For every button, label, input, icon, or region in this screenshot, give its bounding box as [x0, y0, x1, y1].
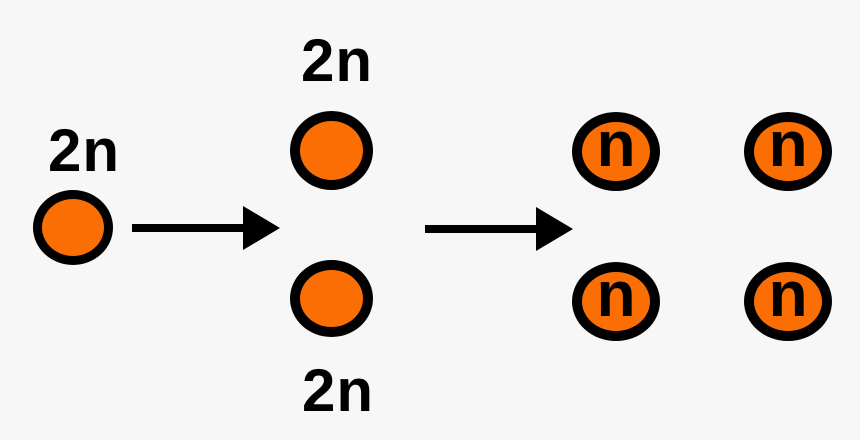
stage3-haploid-cell: n: [744, 112, 832, 191]
haploid-cell-label: n: [768, 257, 808, 330]
stage2-top-ploidy-label: 2n: [300, 27, 374, 94]
stage3-haploid-cell: n: [572, 262, 660, 341]
stage2-bottom-ploidy-label: 2n: [301, 357, 375, 424]
haploid-cell-label: n: [596, 257, 636, 330]
stage1-parent-cell: [33, 190, 113, 265]
stage3-haploid-cell: n: [744, 262, 832, 341]
haploid-cell-label: n: [768, 107, 808, 180]
stage2-bottom-cell: [290, 260, 373, 337]
haploid-cell-label: n: [596, 107, 636, 180]
stage3-haploid-cell: n: [572, 112, 660, 191]
stage1-ploidy-label: 2n: [47, 117, 121, 184]
arrow-right-icon: [132, 206, 280, 250]
arrow-right-icon: [425, 207, 573, 251]
stage2-top-cell: [290, 111, 373, 190]
